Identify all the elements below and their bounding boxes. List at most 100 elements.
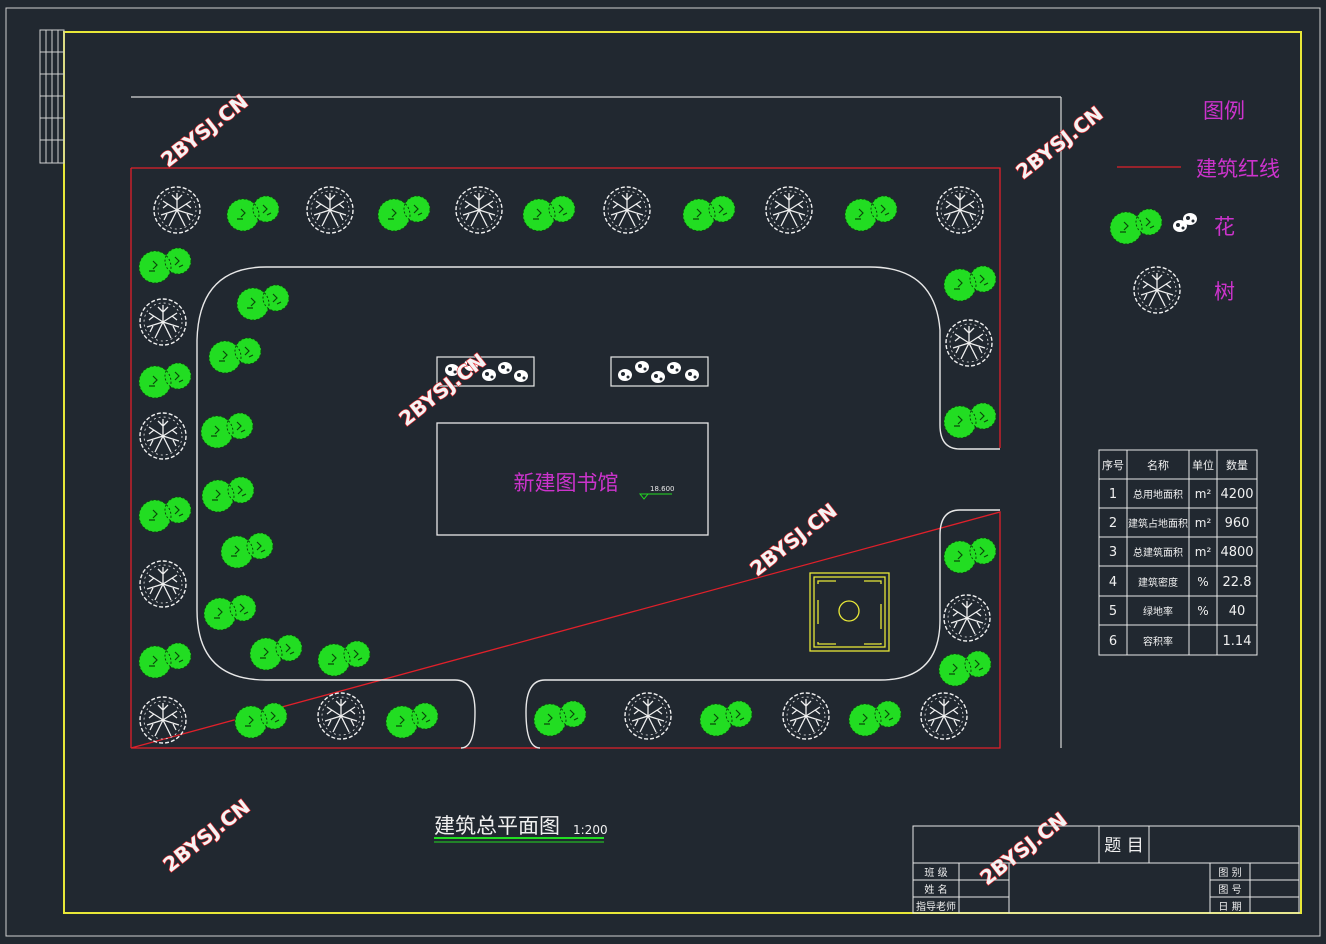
svg-text:4: 4: [1109, 575, 1117, 590]
tree-icon: [603, 186, 651, 234]
legend-shrub-icon: [1109, 208, 1163, 245]
flower-bed-right: [610, 356, 709, 387]
tree-icon: [782, 692, 830, 740]
svg-text:建筑占地面积: 建筑占地面积: [1128, 517, 1188, 530]
svg-text:班 级: 班 级: [924, 867, 947, 879]
pavilion: [809, 572, 890, 652]
shrub-icon: [522, 195, 576, 232]
shrub-icon: [377, 195, 431, 232]
tree-icon: [624, 692, 672, 740]
legend-tree-icon: [1133, 266, 1181, 314]
shrub-icon: [201, 476, 255, 513]
svg-text:1.14: 1.14: [1223, 634, 1252, 649]
legend-tree-label: 树: [1214, 280, 1235, 304]
shrub-icon: [220, 532, 274, 569]
tree-icon: [153, 186, 201, 234]
shrub-icon: [699, 700, 753, 737]
shrub-icon: [943, 402, 997, 439]
shrub-icon: [938, 650, 992, 687]
tree-icon: [139, 696, 187, 744]
title-block: [912, 825, 1300, 914]
svg-text:4200: 4200: [1220, 487, 1253, 502]
shrub-icon: [138, 247, 192, 284]
svg-text:960: 960: [1225, 516, 1250, 531]
svg-text:m²: m²: [1195, 545, 1212, 559]
tree-icon: [943, 594, 991, 642]
plan-title: 建筑总平面图 1:200: [434, 814, 608, 843]
shrub-icon: [226, 195, 280, 232]
watermarks: 2BYSJ.CN 2BYSJ.CN 2BYSJ.CN 2BYSJ.CN 2BYS…: [156, 89, 1108, 891]
shrub-icon: [236, 284, 290, 321]
shrub-icon: [533, 700, 587, 737]
svg-text:容积率: 容积率: [1143, 635, 1173, 648]
flower-bed-left: [436, 356, 535, 387]
svg-text:1: 1: [1109, 487, 1117, 502]
watermark-6: 2BYSJ.CN: [975, 807, 1071, 890]
elevation-marker: 18.600: [638, 485, 675, 500]
shrub-icon: [682, 195, 736, 232]
shrub-icon: [138, 362, 192, 399]
library-label: 新建图书馆: [514, 471, 619, 495]
tree-icon: [455, 186, 503, 234]
plan-title-text: 建筑总平面图: [434, 814, 560, 838]
svg-text:m²: m²: [1195, 516, 1212, 530]
title-block-text: 题 目 班 级 姓 名 指导老师 图 别 图 号 日 期: [916, 836, 1242, 913]
shrub-icon: [249, 634, 303, 671]
tree-icon: [765, 186, 813, 234]
site-boundary: [131, 96, 1062, 748]
building-red-line: [130, 167, 1001, 749]
svg-text:日 期: 日 期: [1218, 901, 1241, 913]
svg-text:4800: 4800: [1220, 545, 1253, 560]
tree-icon: [920, 692, 968, 740]
svg-text:总建筑面积: 总建筑面积: [1133, 546, 1183, 559]
svg-text:22.8: 22.8: [1223, 575, 1252, 590]
planting: [138, 186, 997, 744]
legend-flower-icon: [1173, 213, 1197, 232]
svg-text:指导老师: 指导老师: [916, 900, 956, 913]
svg-text:姓 名: 姓 名: [924, 883, 947, 896]
svg-text:3: 3: [1109, 545, 1117, 560]
stats-table-text: 序号 名称 单位 数量 1 总用地面积 m² 4200 2 建筑占地面积 m² …: [1102, 458, 1254, 649]
legend-title: 图例: [1203, 99, 1245, 123]
shrub-icon: [200, 412, 254, 449]
tree-icon: [317, 692, 365, 740]
shrub-icon: [844, 195, 898, 232]
sheet-border: [5, 7, 1321, 937]
svg-text:18.600: 18.600: [650, 485, 675, 493]
shrub-icon: [208, 337, 262, 374]
plan-scale-text: 1:200: [573, 823, 608, 837]
tree-icon: [139, 298, 187, 346]
svg-text:图 别: 图 别: [1218, 867, 1241, 879]
watermark-5: 2BYSJ.CN: [158, 794, 254, 877]
internal-road: [196, 266, 1000, 749]
stats-header-unit: 单位: [1192, 458, 1214, 472]
svg-text:%: %: [1197, 575, 1208, 589]
drawing-frame: [63, 31, 1302, 914]
tree-icon: [936, 186, 984, 234]
shrub-icon: [943, 265, 997, 302]
svg-text:m²: m²: [1195, 487, 1212, 501]
shrub-icon: [138, 642, 192, 679]
shrub-icon: [943, 537, 997, 574]
stats-header-index: 序号: [1102, 458, 1124, 472]
watermark-3: 2BYSJ.CN: [394, 348, 490, 431]
svg-text:6: 6: [1109, 634, 1117, 649]
library-building-outline: [436, 422, 709, 536]
shrub-icon: [138, 496, 192, 533]
tree-icon: [139, 560, 187, 608]
binding-margin-grid: [39, 29, 65, 164]
svg-text:图 号: 图 号: [1218, 884, 1241, 896]
shrub-icon: [848, 700, 902, 737]
svg-text:建筑密度: 建筑密度: [1138, 576, 1178, 589]
svg-text:%: %: [1197, 604, 1208, 618]
svg-text:40: 40: [1229, 604, 1246, 619]
shrub-icon: [234, 702, 288, 739]
svg-text:5: 5: [1109, 604, 1117, 619]
stats-header-name: 名称: [1147, 458, 1169, 472]
svg-text:2: 2: [1109, 516, 1117, 531]
tree-icon: [139, 412, 187, 460]
stats-table: [1098, 449, 1258, 656]
shrub-icon: [203, 594, 257, 631]
legend-flower-label: 花: [1214, 215, 1235, 239]
